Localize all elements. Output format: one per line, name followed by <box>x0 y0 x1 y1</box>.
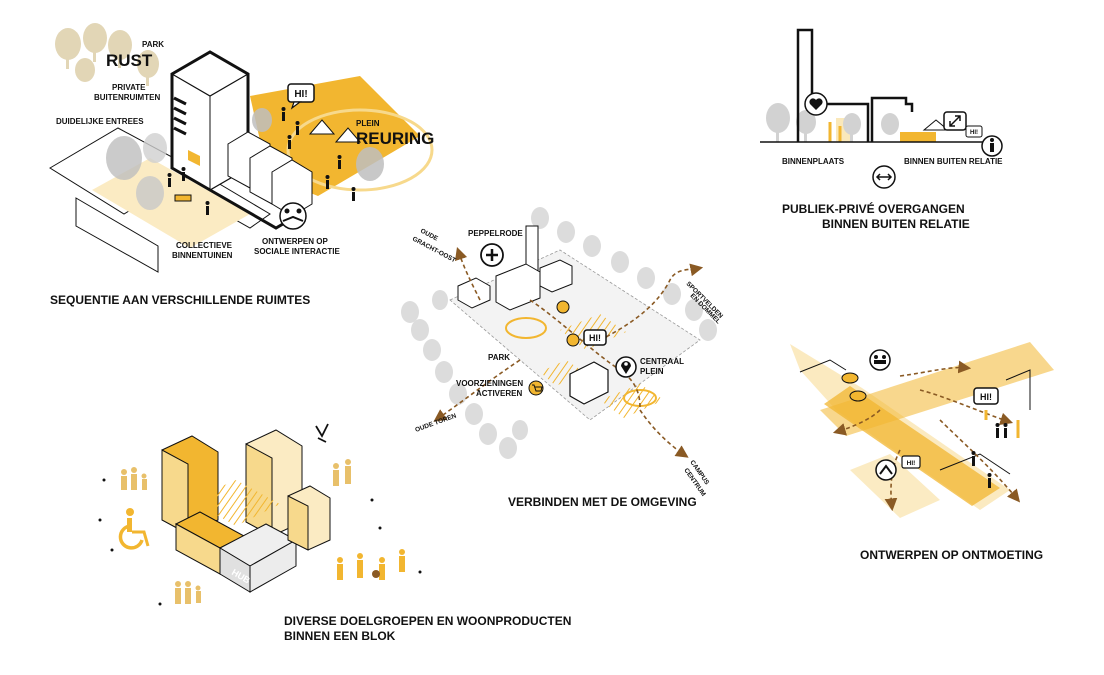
block-edges <box>799 359 1031 475</box>
collective-garden <box>92 158 250 248</box>
label-rust: RUST <box>106 51 153 70</box>
block-model <box>161 429 331 593</box>
label-ontwerpen: ONTWERPEN OP <box>262 237 328 246</box>
peppelrode-buildings <box>457 225 573 311</box>
caption-ontmoeting: ONTWERPEN OP ONTMOETING <box>860 548 1043 562</box>
market-tent <box>308 119 336 135</box>
corner-plaza <box>850 454 940 518</box>
people-icon <box>869 349 891 371</box>
hi-text: HI! <box>970 130 978 136</box>
focus-ring <box>505 317 547 339</box>
label-binnentuinen: BINNENTUINEN <box>172 251 233 260</box>
garden-tree <box>136 176 164 210</box>
speech-hi-icon: HI! <box>287 83 315 110</box>
terrace <box>900 132 936 142</box>
label-binnen-buiten: BINNEN BUITEN RELATIE <box>904 157 1003 166</box>
caption-doelgroepen-line2: BINNEN EEN BLOK <box>284 629 396 643</box>
market-tent <box>334 127 362 143</box>
label-centraal: CENTRAAL <box>640 357 684 366</box>
hi-text: HI! <box>980 392 992 402</box>
heart-icon <box>804 92 828 116</box>
caption-publiek-line2: BINNEN BUITEN RELATIE <box>822 217 970 231</box>
label-voorzieningen: VOORZIENINGEN <box>456 379 523 388</box>
cart-icon <box>528 380 544 396</box>
central-building <box>569 361 609 405</box>
plein-tree <box>252 108 272 132</box>
label-private: PRIVATE <box>112 83 146 92</box>
people-icon <box>971 423 1008 488</box>
label-activeren: ACTIVEREN <box>476 389 522 398</box>
park-trees <box>55 23 159 86</box>
speech-hi-icon: HI! <box>583 329 607 346</box>
hi-text: HI! <box>294 89 307 100</box>
hatch-patch <box>600 384 664 418</box>
courtyard-posts <box>828 122 842 142</box>
plein-tree <box>356 147 384 181</box>
label-oude-toren: OUDE TOREN <box>414 412 457 433</box>
speech-hi-icon: HI! <box>973 387 999 405</box>
hi-text: HI! <box>589 333 601 343</box>
coffee-icon <box>566 333 580 347</box>
pin-icon <box>615 356 637 378</box>
label-peppelrode: PEPPELRODE <box>468 229 523 238</box>
panel-doelgroepen: HUB <box>98 423 571 643</box>
wheelchair-icon <box>118 508 150 550</box>
speech-hi-icon: HI! <box>901 455 921 469</box>
terrace-umbrella <box>922 119 950 131</box>
tall-building-section <box>796 28 870 142</box>
courtyard-trees <box>766 103 899 142</box>
label-park-3: PARK <box>488 353 510 362</box>
round-seats <box>841 372 867 402</box>
sparkle-icon <box>315 423 329 443</box>
hi-text: HI! <box>907 460 916 467</box>
low-building-section <box>870 96 914 142</box>
panel-sequentie: HI! PARK RUST PRIVATE BUITENRUIMTEN DUID… <box>49 23 434 307</box>
plot-outline <box>75 197 159 273</box>
meeting-paths <box>832 360 1021 512</box>
expand-arrows-icon <box>943 111 967 131</box>
label-park: PARK <box>142 40 164 49</box>
plein-ring <box>286 108 434 192</box>
handshake-icon <box>279 202 307 230</box>
arrows-horizontal-icon[interactable] <box>872 165 896 189</box>
people-icon <box>167 107 356 215</box>
label-plein: PLEIN <box>356 119 380 128</box>
hatch-patch <box>540 360 584 386</box>
plus-icon <box>480 243 504 267</box>
bollards <box>984 410 1020 438</box>
picnic-table <box>174 194 192 202</box>
panel-verbinden: HI! OUDE GRACHT-OOST PEPPELRODE SPORTVEL… <box>401 207 724 509</box>
garden-tree <box>106 136 142 180</box>
people-icon <box>981 135 1003 157</box>
label-sociale: SOCIALE INTERACTIE <box>254 247 340 256</box>
caption-sequentie: SEQUENTIE AAN VERSCHILLENDE RUIMTES <box>50 293 310 307</box>
label-collectieve: COLLECTIEVE <box>176 241 233 250</box>
people-icon <box>121 459 351 604</box>
tree-ring <box>401 207 717 459</box>
panel-ontmoeting: HI! HI! ONTWERPEN OP ONTMOETING <box>790 342 1054 562</box>
caption-publiek-line1: PUBLIEK-PRIVÉ OVERGANGEN <box>782 201 965 216</box>
label-reuring: REURING <box>356 129 434 148</box>
label-binnenplaats: BINNENPLAATS <box>782 157 845 166</box>
panel-publiek-prive: HI! BINNENPLAATS BINNEN BUITEN RELATIE P… <box>760 28 1003 231</box>
speech-hi-icon: HI! <box>965 125 983 138</box>
caption-verbinden: VERBINDEN MET DE OMGEVING <box>508 495 697 509</box>
sport-icon <box>556 300 570 314</box>
label-entrees: DUIDELIJKE ENTREES <box>56 117 144 126</box>
caption-doelgroepen-line1: DIVERSE DOELGROEPEN EN WOONPRODUCTEN <box>284 614 571 628</box>
people-icon <box>875 459 897 481</box>
main-street <box>824 386 1000 506</box>
garden-tree <box>143 133 167 163</box>
label-plein-3: PLEIN <box>640 367 664 376</box>
row-houses <box>227 131 313 217</box>
decor-dots <box>98 478 422 606</box>
label-buitenruimten: BUITENRUIMTEN <box>94 93 160 102</box>
people-icon <box>337 549 405 580</box>
